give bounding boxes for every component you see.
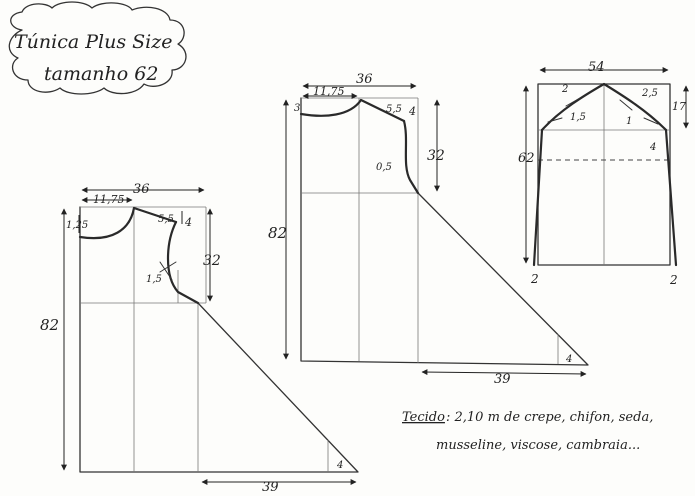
right-width-label: 54 — [588, 60, 605, 75]
left-hem-rise-label: 4 — [336, 460, 343, 471]
right-left-inner-label: 1,5 — [570, 112, 586, 123]
left-armhole — [167, 220, 200, 305]
right-side-right — [664, 128, 678, 267]
middle-shoulder — [359, 98, 406, 123]
left-armhole-curve-label: 1,5 — [146, 274, 162, 285]
middle-armhole-depth-label: 32 — [427, 148, 445, 164]
title-line1: Túnica Plus Size — [14, 31, 172, 53]
left-shoulder-label: 5,5 — [158, 214, 174, 225]
right-side-drop-label: 17 — [672, 100, 686, 113]
right-right-inner-label: 1 — [626, 116, 632, 127]
pattern-left: 36 11,75 1,25 5,5 4 32 1,5 82 39 4 — [40, 182, 359, 495]
left-neck-depth-label: 1,25 — [66, 220, 88, 231]
right-length-label: 62 — [518, 151, 535, 166]
title-cloud: Túnica Plus Size tamanho 62 — [8, 1, 187, 95]
left-shoulder — [132, 206, 178, 224]
left-shoulder-drop-label: 4 — [184, 216, 192, 229]
middle-flare-label: 39 — [494, 372, 511, 387]
middle-hem-rise-label: 4 — [565, 354, 572, 365]
middle-width-label: 36 — [356, 72, 373, 87]
fabric-line1: : 2,10 m de crepe, chifon, seda, — [446, 410, 653, 425]
fabric-line2: musseline, viscose, cambraia... — [436, 438, 640, 453]
pattern-right: 54 2 2,5 1,5 1 17 4 62 2 2 — [518, 60, 689, 287]
fabric-label: Tecido — [402, 410, 445, 425]
left-flare-label: 39 — [262, 480, 279, 495]
right-left-top-label: 2 — [561, 84, 568, 95]
left-armhole-depth-label: 32 — [203, 253, 221, 269]
left-width-label: 36 — [133, 182, 150, 197]
middle-length-label: 82 — [268, 224, 287, 242]
left-neckline — [78, 206, 136, 240]
right-hem-left-label: 2 — [530, 272, 539, 286]
pattern-middle: 36 11,75 3 5,5 4 32 0,5 82 39 4 — [268, 72, 589, 387]
left-neck-width-label: 11,75 — [93, 193, 125, 206]
right-side-left — [532, 128, 544, 267]
middle-neckline — [299, 98, 363, 117]
middle-neck-width-label: 11,75 — [313, 85, 345, 98]
middle-armhole-curve-label: 0,5 — [376, 162, 392, 173]
right-hem-right-label: 2 — [669, 273, 678, 287]
middle-shoulder-label: 5,5 — [386, 104, 402, 115]
middle-neck-depth-label: 3 — [294, 103, 300, 114]
right-right-top-label: 2,5 — [641, 88, 658, 99]
middle-shoulder-drop-label: 4 — [408, 105, 416, 118]
title-line2: tamanho 62 — [44, 63, 158, 85]
fabric-note: Tecido : 2,10 m de crepe, chifon, seda, … — [402, 410, 653, 453]
right-lower-drop-label: 4 — [649, 142, 656, 153]
left-length-label: 82 — [40, 316, 59, 334]
middle-armhole — [402, 119, 420, 195]
right-sleeve-top — [540, 82, 668, 132]
